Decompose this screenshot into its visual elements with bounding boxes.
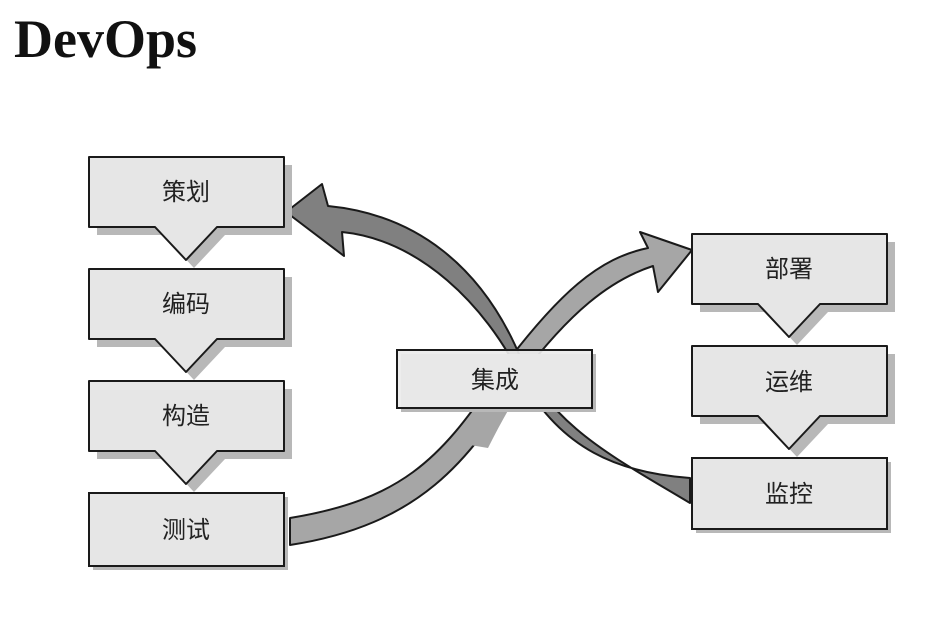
step-build-label: 构造	[162, 402, 210, 430]
step-monitor: 监控	[691, 457, 891, 533]
arrow-monitor-to-plan	[285, 183, 691, 504]
step-build: 构造	[88, 380, 292, 492]
step-integrate: 集成	[396, 349, 596, 412]
step-test-label: 测试	[162, 516, 210, 544]
step-code: 编码	[88, 268, 292, 380]
step-test: 测试	[88, 492, 288, 570]
step-operate-label: 运维	[765, 368, 813, 396]
step-plan: 策划	[88, 156, 292, 268]
step-code-label: 编码	[162, 290, 210, 318]
step-deploy: 部署	[691, 233, 895, 345]
step-monitor-label: 监控	[765, 480, 813, 508]
step-integrate-label: 集成	[471, 366, 519, 394]
step-plan-label: 策划	[162, 178, 210, 206]
page-title: DevOps	[14, 9, 198, 69]
step-deploy-label: 部署	[765, 255, 813, 283]
step-operate: 运维	[691, 345, 895, 457]
